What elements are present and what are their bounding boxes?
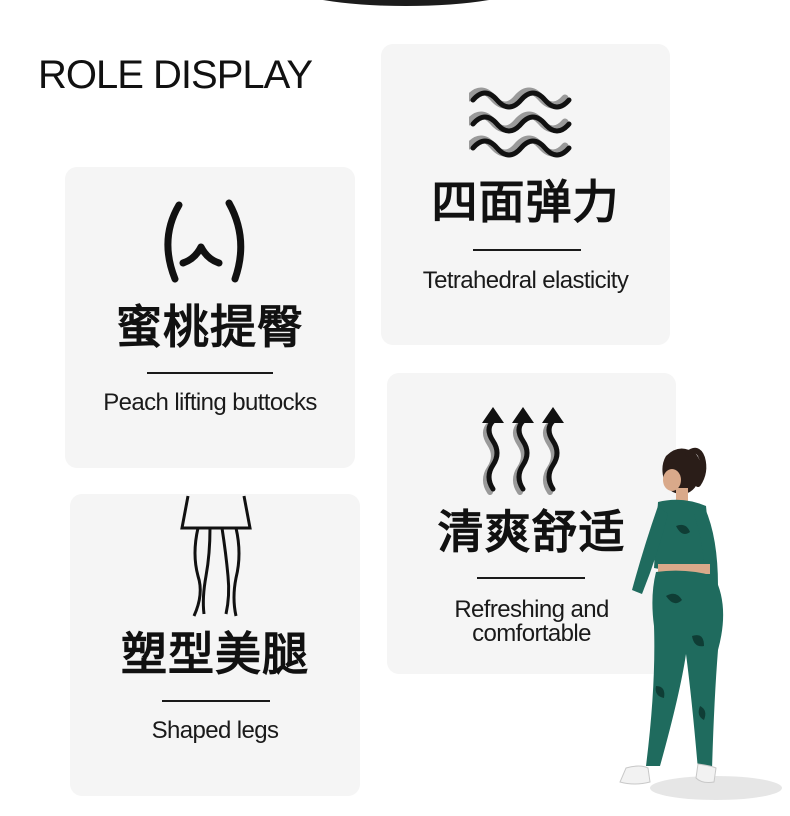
feature-card-elasticity: 四面弹力 Tetrahedral elasticity (381, 44, 670, 345)
feature-card-legs: 塑型美腿 Shaped legs (70, 494, 360, 796)
legs-outline-icon (180, 495, 252, 617)
top-product-band (290, 0, 522, 6)
page-title: ROLE DISPLAY (38, 53, 313, 97)
feature-card-comfort: 清爽舒适 Refreshing and comfortable (387, 373, 676, 674)
feature-title-zh: 塑型美腿 (121, 627, 309, 681)
feature-title-zh: 四面弹力 (431, 175, 620, 229)
feature-divider (147, 372, 273, 374)
feature-subtitle-en: Shaped legs (151, 717, 279, 744)
feature-card-buttocks: 蜜桃提臀 Peach lifting buttocks (65, 167, 355, 468)
feature-subtitle-en-line2: comfortable (472, 620, 591, 647)
model-photo (619, 447, 782, 800)
wavy-lines-icon (469, 87, 572, 158)
rising-arrows-icon (482, 407, 564, 495)
buttocks-outline-icon (164, 199, 245, 283)
feature-subtitle-en: Peach lifting buttocks (103, 389, 317, 416)
feature-divider (162, 700, 270, 702)
feature-subtitle-en-line1: Refreshing and (454, 596, 609, 623)
feature-divider (473, 249, 581, 251)
feature-title-zh: 蜜桃提臀 (116, 300, 304, 354)
feature-title-zh: 清爽舒适 (437, 505, 626, 559)
feature-divider (477, 577, 585, 579)
feature-subtitle-en: Tetrahedral elasticity (422, 267, 629, 294)
